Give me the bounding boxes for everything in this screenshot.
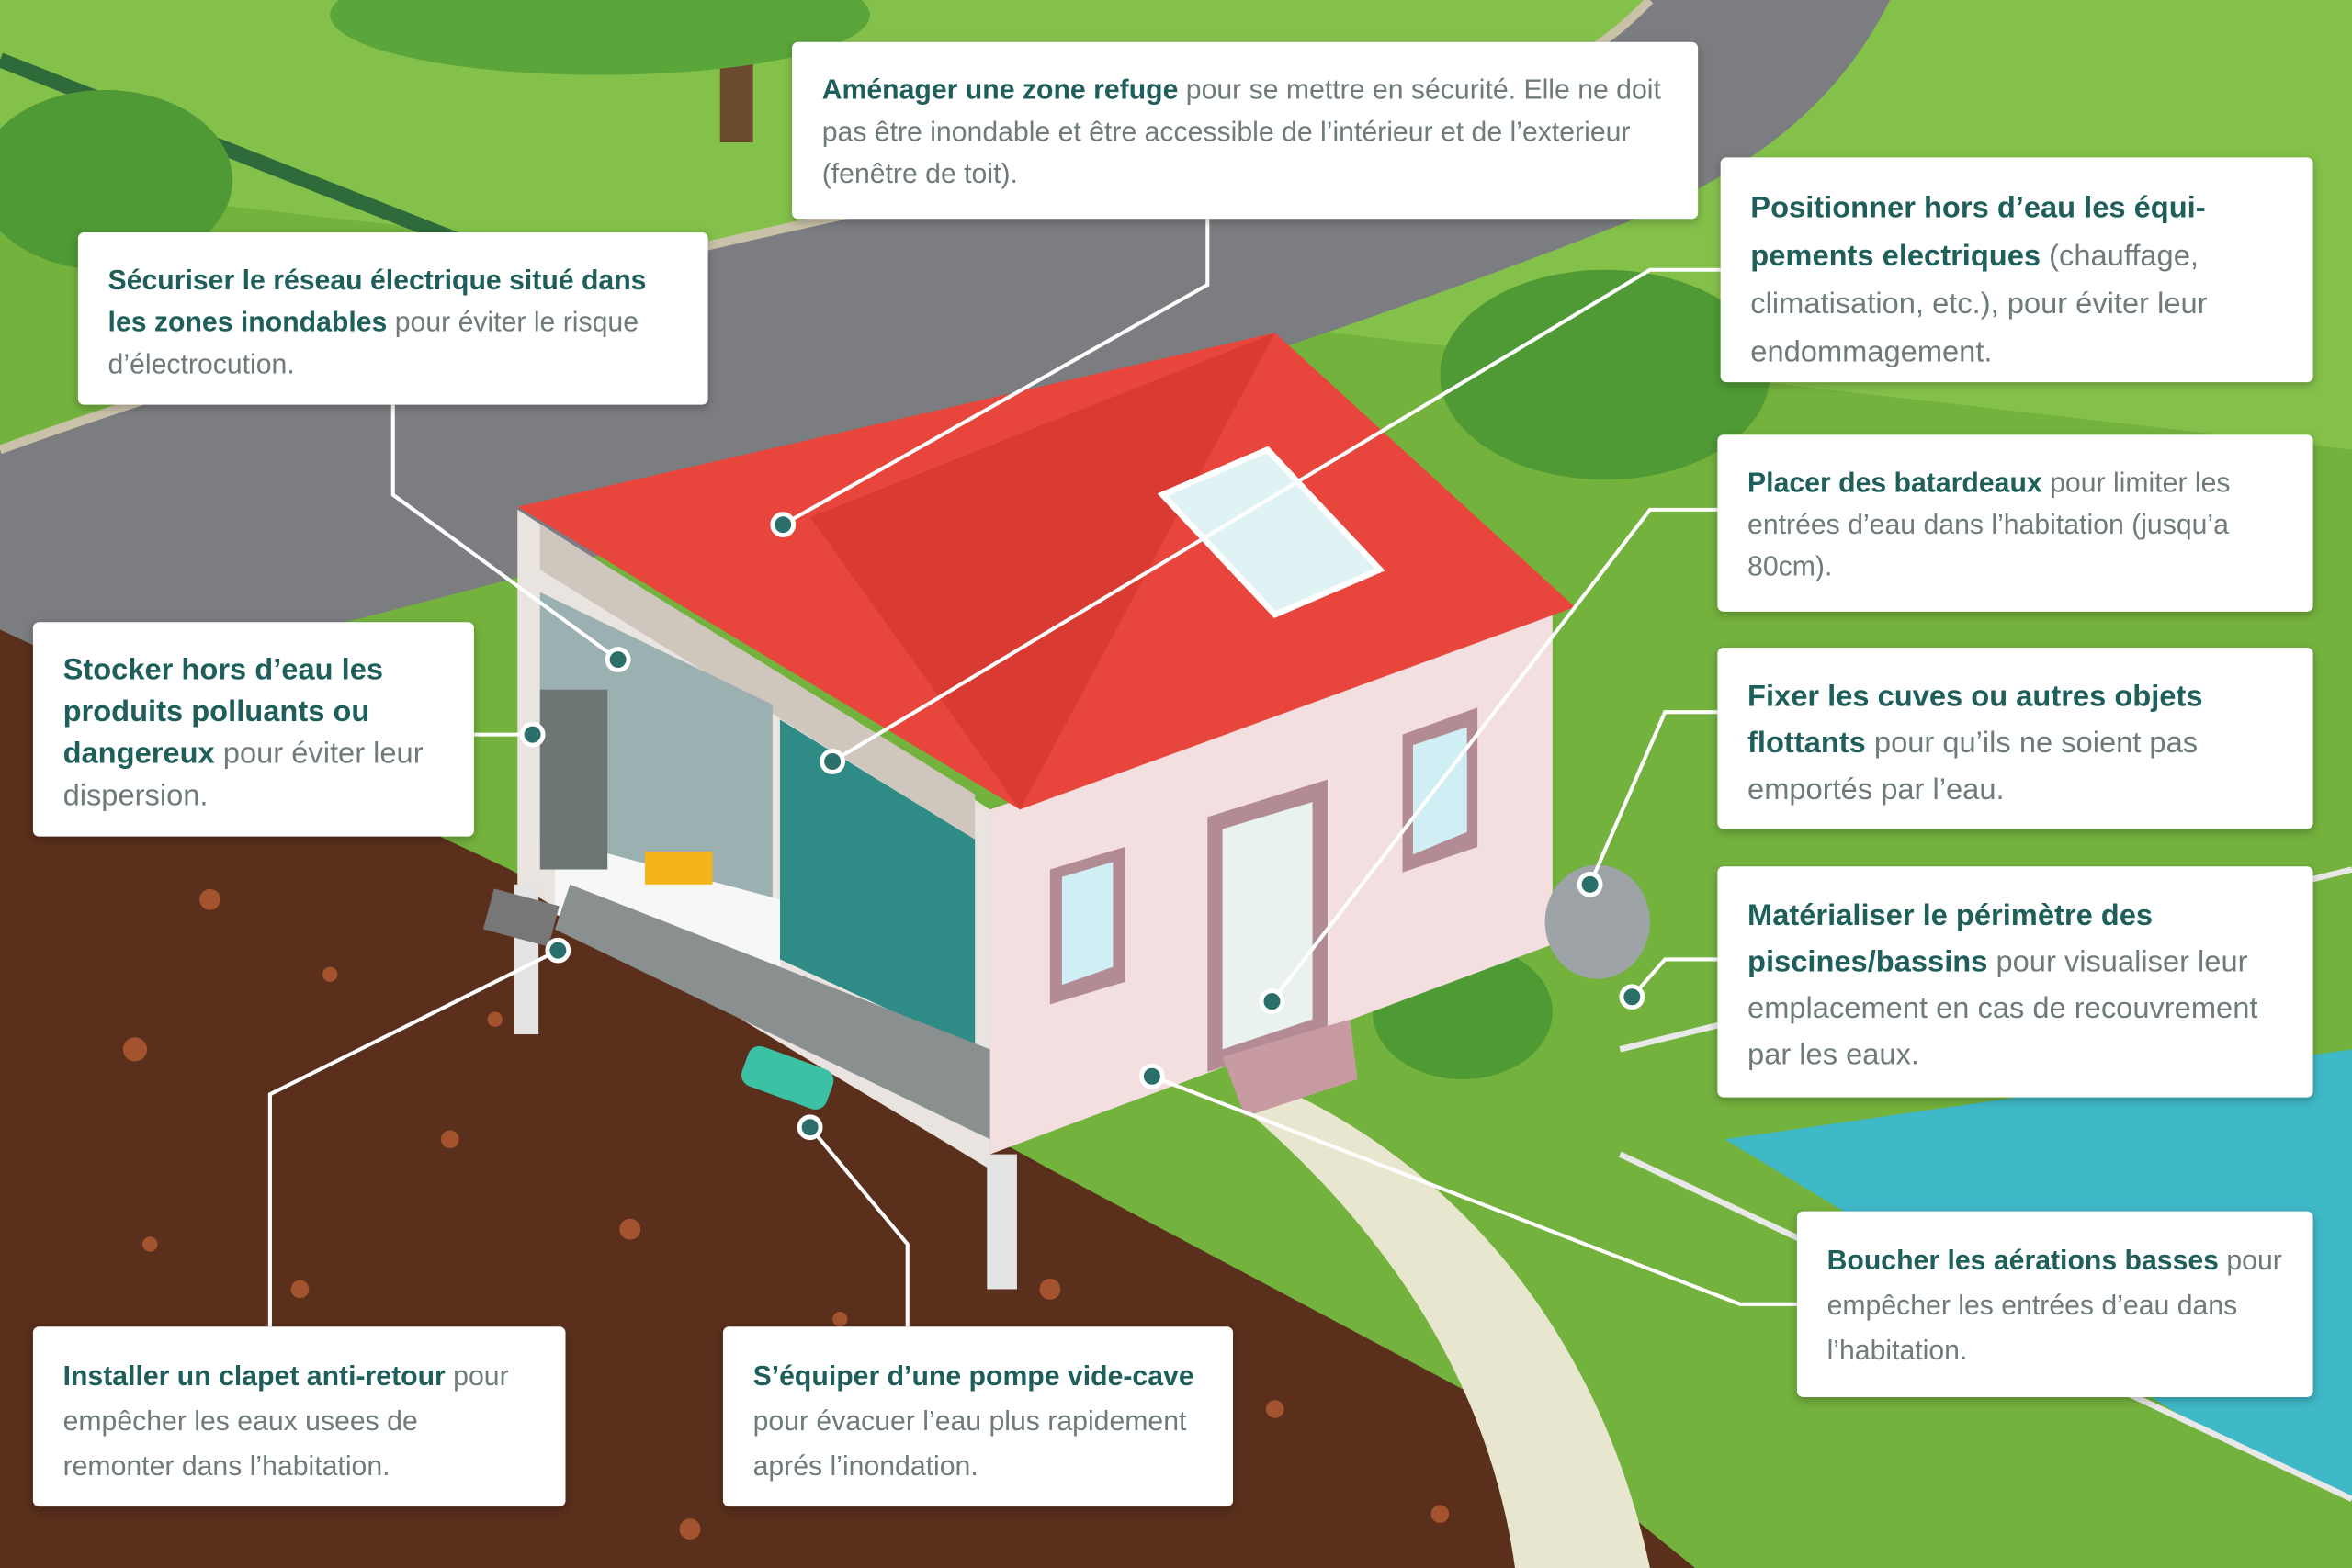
roof-window (1157, 446, 1385, 618)
callout-cuves: Fixer les cuves ou autres objets flottan… (1717, 647, 2313, 829)
callout-zone-refuge: Aménager une zone refuge pour se mettre … (792, 41, 1699, 220)
callout-aerations: Boucher les aérations basses pour empêch… (1796, 1211, 2313, 1397)
callout-clapet: Installer un clapet anti-retour pour emp… (32, 1326, 566, 1507)
bush (0, 89, 233, 270)
bush (1440, 269, 1770, 480)
tank (1544, 864, 1650, 979)
callout-batardeaux: Placer des batardeaux pour limiter les e… (1717, 434, 2313, 612)
callout-produits-polluants: Stocker hors d’eau les produits polluant… (32, 622, 474, 837)
callout-pompe: S’équiper d’une pompe vide-cave pour éva… (722, 1326, 1234, 1507)
callout-piscines: Matérialiser le périmètre des piscines/b… (1717, 866, 2313, 1098)
callout-reseau-electrique: Sécuriser le réseau électrique situé dan… (77, 231, 708, 405)
callout-equipements-electriques: Positionner hors d’eau les équi-pements … (1720, 157, 2313, 383)
